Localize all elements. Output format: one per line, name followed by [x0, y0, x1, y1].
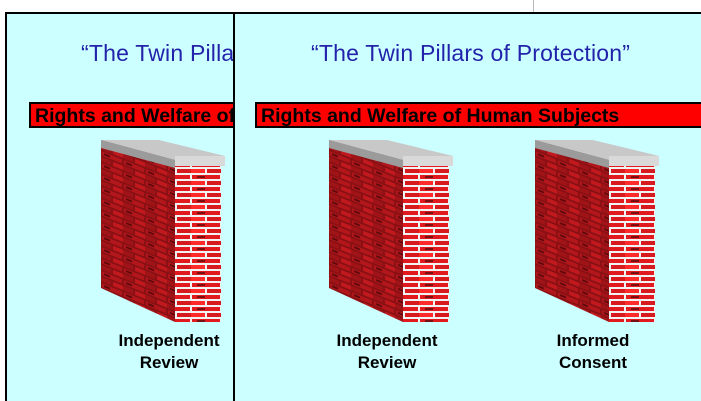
front-pillar-label-consent-line2: Consent [559, 353, 627, 372]
front-slide[interactable]: “The Twin Pillars of Protection” Rights … [233, 12, 701, 401]
top-tick [533, 0, 534, 12]
back-slide-banner: Rights and Welfare of Human Subjects [29, 102, 245, 128]
front-pillar-label-review-line2: Review [357, 353, 417, 372]
brick-pillar-icon [535, 140, 659, 322]
brick-pillar-icon [329, 140, 453, 322]
back-slide-title: “The Twin Pillars of Protection” [81, 40, 245, 66]
front-slide-title: “The Twin Pillars of Protection” [311, 40, 631, 66]
front-pillar-label-consent-line1: Informed [556, 331, 630, 350]
back-pillar-label: Independent Review [89, 330, 245, 374]
brick-pillar-icon [101, 140, 225, 322]
front-pillar-label-review-line1: Independent [336, 331, 438, 350]
top-strip [0, 0, 534, 12]
back-pillar-label-line2: Review [139, 353, 199, 372]
back-pillar-label-line1: Independent [118, 331, 220, 350]
front-pillar-label-review: Independent Review [307, 330, 467, 374]
back-slide[interactable]: “The Twin Pillars of Protection” Rights … [5, 12, 245, 401]
front-pillar-label-consent: Informed Consent [513, 330, 673, 374]
front-slide-banner: Rights and Welfare of Human Subjects [255, 102, 701, 128]
